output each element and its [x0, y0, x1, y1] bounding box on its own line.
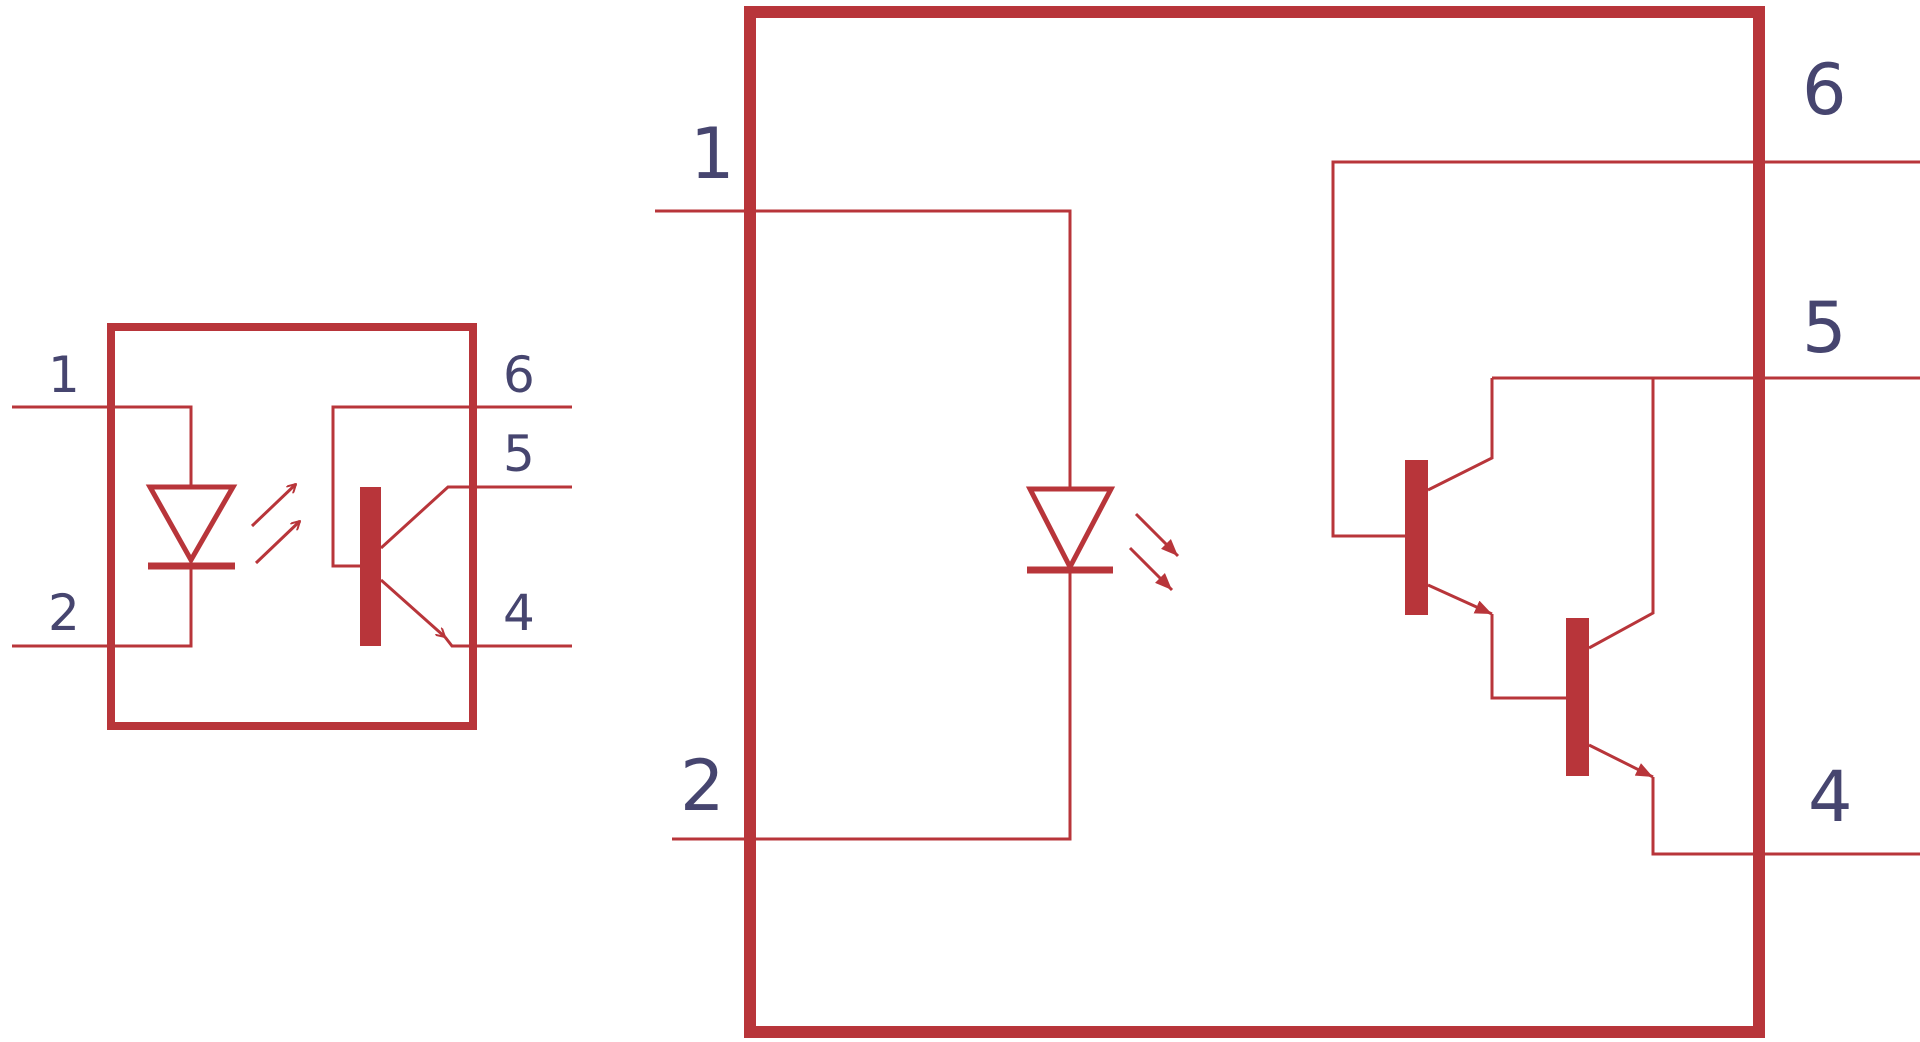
small-light-arrow-1: [250, 484, 296, 528]
small-pin-5-label: 5: [503, 425, 535, 483]
large-t1-emitter-arrow: [1427, 583, 1493, 616]
large-pin1-wire: [655, 209, 1072, 489]
small-package-box: [107, 323, 477, 730]
small-pin-2-label: 2: [48, 584, 80, 642]
large-t1-collector-wire: [1427, 378, 1494, 492]
small-pin4-wire: [443, 636, 572, 648]
large-transistor2-base: [1566, 618, 1589, 776]
small-pin6-wire: [331, 405, 572, 568]
small-optocoupler-symbol: [12, 323, 572, 730]
small-pin-6-label: 6: [503, 346, 535, 404]
large-t2-emitter-arrow: [1588, 743, 1654, 779]
large-led-icon: [1025, 486, 1116, 573]
large-pin-5-label: 5: [1802, 287, 1847, 369]
large-transistor1-base: [1405, 460, 1428, 615]
small-pin-4-label: 4: [503, 584, 535, 642]
large-light-arrow-2: [1128, 546, 1174, 592]
small-transistor-base: [360, 487, 381, 646]
small-led-icon: [145, 484, 238, 566]
small-pin2-wire: [12, 566, 193, 648]
large-package-box: [744, 6, 1765, 1038]
small-emitter-arrow: [380, 578, 445, 637]
small-pin-1-label: 1: [48, 346, 80, 404]
large-pin-6-label: 6: [1802, 49, 1847, 131]
small-light-arrow-2: [254, 521, 300, 565]
large-t2-collector-wire: [1588, 378, 1655, 650]
large-t1-to-t2-wire: [1490, 614, 1566, 700]
large-pin6-wire: [1331, 160, 1920, 538]
large-pin-4-label: 4: [1808, 756, 1853, 838]
large-pin-2-label: 2: [680, 745, 725, 827]
small-pin1-wire: [12, 405, 193, 487]
large-light-arrow-1: [1134, 512, 1180, 558]
small-collector-wire: [379, 485, 572, 550]
large-pin2-wire: [672, 570, 1072, 841]
large-optocoupler-symbol: [655, 6, 1920, 1038]
large-pin-1-label: 1: [690, 113, 735, 195]
large-pin4-wire: [1651, 777, 1920, 856]
